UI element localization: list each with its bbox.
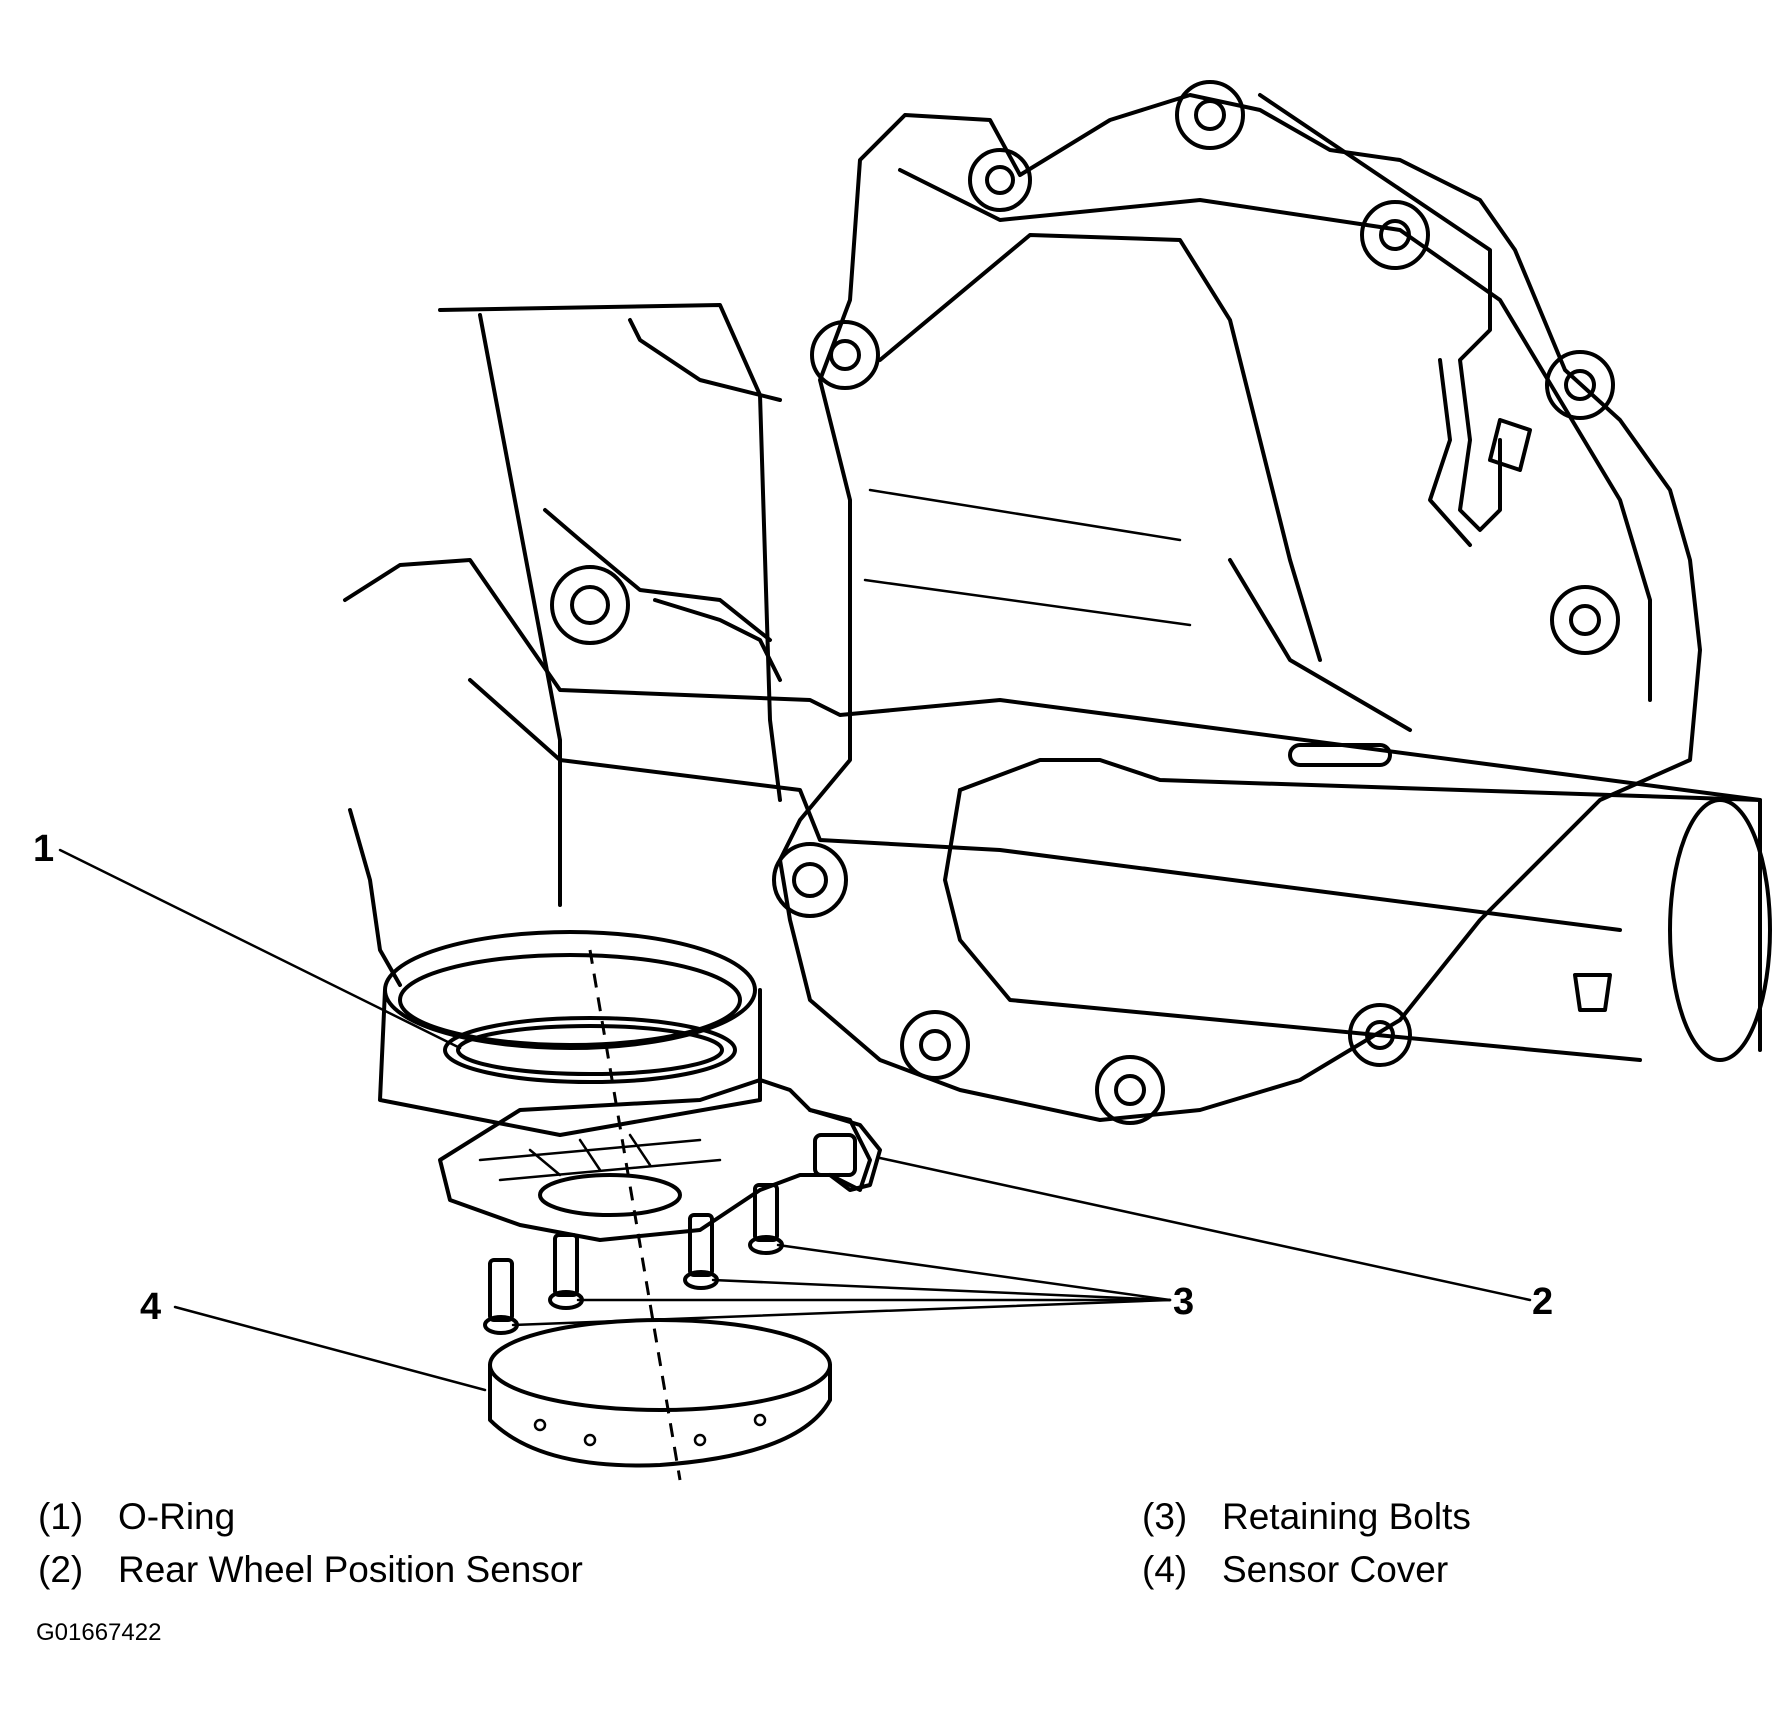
retaining-bolts-part (483, 1183, 784, 1335)
legend-label: Rear Wheel Position Sensor (118, 1549, 583, 1590)
axle-tube (943, 743, 1772, 1062)
callout-1: 1 (33, 828, 55, 870)
legend-number: (2) (38, 1549, 84, 1590)
legend-number: (4) (1142, 1549, 1188, 1590)
legend-label: Retaining Bolts (1222, 1496, 1471, 1537)
assembly-axis (588, 949, 682, 1481)
sensor-housing-bore (378, 930, 762, 1137)
crossmember (343, 558, 1762, 1052)
legend-item-o-ring: (1) O-Ring (38, 1497, 235, 1537)
rear-wheel-position-sensor-part (438, 1078, 882, 1242)
differential-housing-cover (778, 93, 1702, 1122)
callout-3: 3 (1173, 1281, 1195, 1323)
legend-number: (1) (38, 1496, 84, 1537)
legend-item-rear-wheel-position-sensor: (2) Rear Wheel Position Sensor (38, 1550, 583, 1590)
legend-item-retaining-bolts: (3) Retaining Bolts (1142, 1497, 1471, 1537)
cover-bolts (550, 80, 1620, 1125)
sensor-cover-part (488, 1318, 832, 1468)
legend-number: (3) (1142, 1496, 1188, 1537)
callout-2: 2 (1532, 1281, 1554, 1323)
o-ring-part (443, 1016, 737, 1084)
callout-4: 4 (140, 1286, 162, 1328)
legend-item-sensor-cover: (4) Sensor Cover (1142, 1550, 1448, 1590)
vent-hose (1258, 93, 1532, 547)
frame-rail (438, 303, 782, 907)
figure-id: G01667422 (36, 1619, 162, 1646)
legend-label: Sensor Cover (1222, 1549, 1449, 1590)
legend-label: O-Ring (118, 1496, 236, 1537)
leader-lines (58, 848, 1532, 1392)
